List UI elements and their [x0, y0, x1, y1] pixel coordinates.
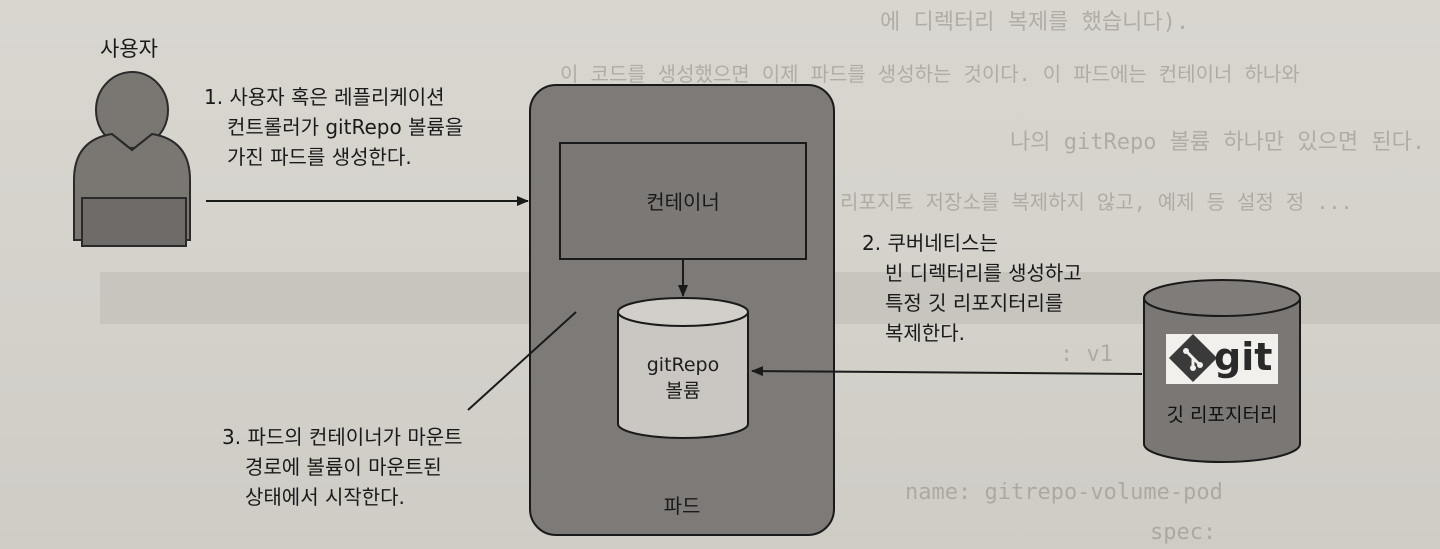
pod-label: 파드: [663, 494, 701, 518]
step3-pointer-line: [467, 311, 577, 411]
container-label: 컨테이너: [646, 190, 720, 214]
git-logo-icon: [1166, 333, 1278, 384]
background-code-line1: : v1: [1060, 342, 1113, 367]
git-logo-text: git: [1214, 335, 1273, 379]
user-icon: [73, 71, 191, 247]
step3-line2: 경로에 볼륨이 마운트된: [245, 455, 442, 479]
step2-line1: 2. 쿠버네티스는: [862, 231, 998, 255]
repo-label: 깃 리포지터리: [1166, 404, 1278, 426]
step2-annotation: 2. 쿠버네티스는 빈 디렉터리를 생성하고 특정 깃 리포지터리를 복제한다.: [862, 228, 1082, 348]
step1-line3: 가진 파드를 생성한다.: [227, 145, 412, 169]
step2-line4: 복제한다.: [885, 321, 965, 345]
step2-line3: 특정 깃 리포지터리를: [885, 291, 1064, 315]
background-text-line3: 나의 gitRepo 볼륨 하나만 있으면 된다.: [1010, 130, 1426, 155]
volume-label: gitRepo 볼륨: [618, 352, 748, 404]
volume-cylinder: [617, 297, 749, 439]
step1-line1: 1. 사용자 혹은 레플리케이션: [204, 85, 445, 109]
step2-line2: 빈 디렉터리를 생성하고: [885, 261, 1082, 285]
background-code-line3: spec:: [1150, 520, 1217, 545]
step3-annotation: 3. 파드의 컨테이너가 마운트 경로에 볼륨이 마운트된 상태에서 시작한다.: [222, 422, 463, 512]
background-text-line2: 이 코드를 생성했으면 이제 파드를 생성하는 것이다. 이 파드에는 컨테이너…: [560, 62, 1300, 86]
background-text-line1: 에 디렉터리 복제를 했습니다).: [880, 10, 1190, 35]
container-box: [559, 142, 807, 260]
background-text-line4: 리포지토 저장소를 복제하지 않고, 예제 등 설정 정 ...: [840, 190, 1353, 214]
repo-to-volume-arrow: [751, 366, 1143, 377]
step1-line2: 컨트롤러가 gitRepo 볼륨을: [227, 115, 464, 139]
background-code-line2: name: gitrepo-volume-pod: [905, 480, 1223, 505]
step3-line3: 상태에서 시작한다.: [245, 485, 405, 509]
step1-annotation: 1. 사용자 혹은 레플리케이션 컨트롤러가 gitRepo 볼륨을 가진 파드…: [204, 82, 463, 172]
step3-line1: 3. 파드의 컨테이너가 마운트: [222, 425, 463, 449]
volume-label-line1: gitRepo: [646, 354, 720, 376]
volume-label-line2: 볼륨: [665, 380, 701, 402]
user-label: 사용자: [100, 37, 158, 61]
